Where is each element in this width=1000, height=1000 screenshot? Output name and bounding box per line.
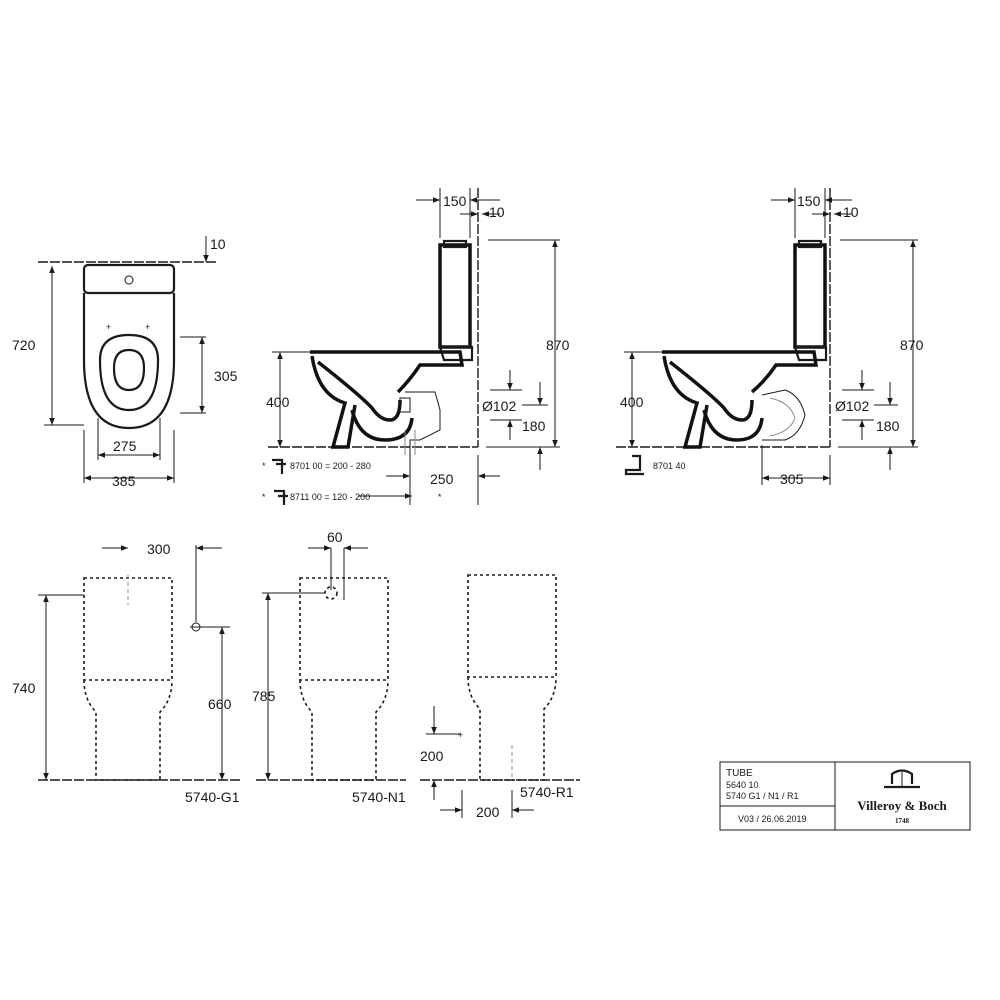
dim-870: 870 bbox=[900, 337, 924, 353]
cistern-outline bbox=[299, 577, 389, 681]
trap-outline bbox=[316, 360, 402, 422]
dim-180: 180 bbox=[522, 418, 546, 434]
dim-top-10: 10 bbox=[210, 236, 226, 252]
cistern-body bbox=[793, 243, 827, 349]
accessory-2-icon bbox=[274, 489, 288, 505]
logo-emblem-icon bbox=[890, 769, 914, 784]
product-name: TUBE bbox=[726, 768, 753, 779]
dim-10: 10 bbox=[489, 204, 505, 220]
fixing-mark-right: + bbox=[145, 322, 150, 332]
accessory-label: 8701 40 bbox=[653, 461, 686, 471]
bowl-outline bbox=[467, 676, 557, 781]
trap-lower bbox=[702, 409, 764, 442]
cistern-outline bbox=[82, 263, 176, 295]
dim-outer-385: 385 bbox=[112, 473, 136, 489]
dim-150: 150 bbox=[443, 193, 467, 209]
bowl-opening bbox=[112, 348, 146, 392]
accessory-2-label: 8711 00 = 120 - 200 bbox=[290, 492, 370, 502]
article-number: 5640 10 bbox=[726, 780, 759, 790]
bowl-outline bbox=[82, 293, 176, 430]
dim-660: 660 bbox=[208, 696, 232, 712]
model-code-n1: 5740-N1 bbox=[352, 789, 406, 805]
bowl-outline bbox=[299, 679, 389, 781]
cistern-button bbox=[797, 239, 823, 249]
accessory-1-star: * bbox=[262, 461, 266, 471]
title-block-frame bbox=[719, 761, 971, 831]
bowl-inner bbox=[98, 333, 160, 412]
connector-inner bbox=[769, 397, 796, 437]
front-view-g1: 300 740 660 5740-G1 bbox=[12, 541, 242, 805]
cistern-base bbox=[438, 345, 474, 362]
pan-connector bbox=[761, 389, 806, 441]
dim-300: 300 bbox=[147, 541, 171, 557]
dim-250: 250 bbox=[430, 471, 454, 487]
dim-305: 305 bbox=[780, 471, 804, 487]
bowl-rim bbox=[662, 350, 819, 394]
bowl-pedestal bbox=[310, 355, 357, 449]
brand-year: 1748 bbox=[895, 817, 910, 825]
accessory-icon bbox=[624, 454, 644, 476]
bowl-rim bbox=[310, 350, 465, 394]
star-note: * bbox=[438, 492, 442, 502]
dim-diameter-102: Ø102 bbox=[835, 398, 869, 414]
dim-inner-275: 275 bbox=[113, 438, 137, 454]
front-view-r1: + 200 200 5740-R1 bbox=[420, 574, 580, 820]
variant-numbers: 5740 G1 / N1 / R1 bbox=[726, 791, 799, 801]
accessory-1-icon bbox=[272, 458, 286, 474]
dim-seat-305: 305 bbox=[214, 368, 238, 384]
trap-outline bbox=[668, 360, 754, 422]
cistern-outline bbox=[467, 574, 557, 678]
model-code-g1: 5740-G1 bbox=[185, 789, 240, 805]
accessory-1-label: 8701 00 = 200 - 280 bbox=[290, 461, 371, 471]
side-view-left: 150 10 870 400 Ø102 180 250 * * 8701 00 … bbox=[262, 188, 570, 505]
front-view-n1: 60 785 5740-N1 bbox=[252, 529, 406, 805]
model-code-r1: 5740-R1 bbox=[520, 784, 574, 800]
fixing-mark-left: + bbox=[106, 322, 111, 332]
dim-400: 400 bbox=[266, 394, 290, 410]
dim-200-vertical: 200 bbox=[420, 748, 444, 764]
water-inlet-icon: + bbox=[458, 730, 463, 740]
connector-tail bbox=[404, 430, 416, 455]
dim-60: 60 bbox=[327, 529, 343, 545]
dim-height-720: 720 bbox=[12, 337, 36, 353]
cistern-outline bbox=[83, 577, 173, 681]
dim-180: 180 bbox=[876, 418, 900, 434]
brand-name: Villeroy & Boch bbox=[857, 798, 947, 813]
trap-lower bbox=[350, 409, 414, 442]
pan-connector bbox=[405, 391, 441, 455]
dim-10: 10 bbox=[843, 204, 859, 220]
cistern-base bbox=[793, 345, 828, 362]
dim-785: 785 bbox=[252, 688, 276, 704]
dim-200-horizontal: 200 bbox=[476, 804, 500, 820]
dim-diameter-102: Ø102 bbox=[482, 398, 516, 414]
side-view-right: 150 10 870 400 Ø102 180 305 8701 40 bbox=[616, 188, 924, 487]
dim-400: 400 bbox=[620, 394, 644, 410]
version-date: V03 / 26.06.2019 bbox=[738, 814, 807, 824]
dim-870: 870 bbox=[546, 337, 570, 353]
accessory-2-star: * bbox=[262, 492, 266, 502]
brand-logo: Villeroy & Boch 1748 bbox=[857, 769, 948, 825]
cistern-button bbox=[442, 239, 468, 249]
cistern-body bbox=[438, 243, 472, 349]
dim-740: 740 bbox=[12, 680, 36, 696]
bowl-outline bbox=[83, 679, 173, 781]
bowl-pedestal bbox=[662, 355, 709, 449]
connector-joint bbox=[399, 397, 411, 413]
flush-button-icon bbox=[124, 275, 134, 285]
title-block: TUBE 5640 10 5740 G1 / N1 / R1 V03 / 26.… bbox=[719, 761, 971, 831]
top-view: + + 10 720 305 275 385 bbox=[12, 236, 238, 489]
dim-150: 150 bbox=[797, 193, 821, 209]
